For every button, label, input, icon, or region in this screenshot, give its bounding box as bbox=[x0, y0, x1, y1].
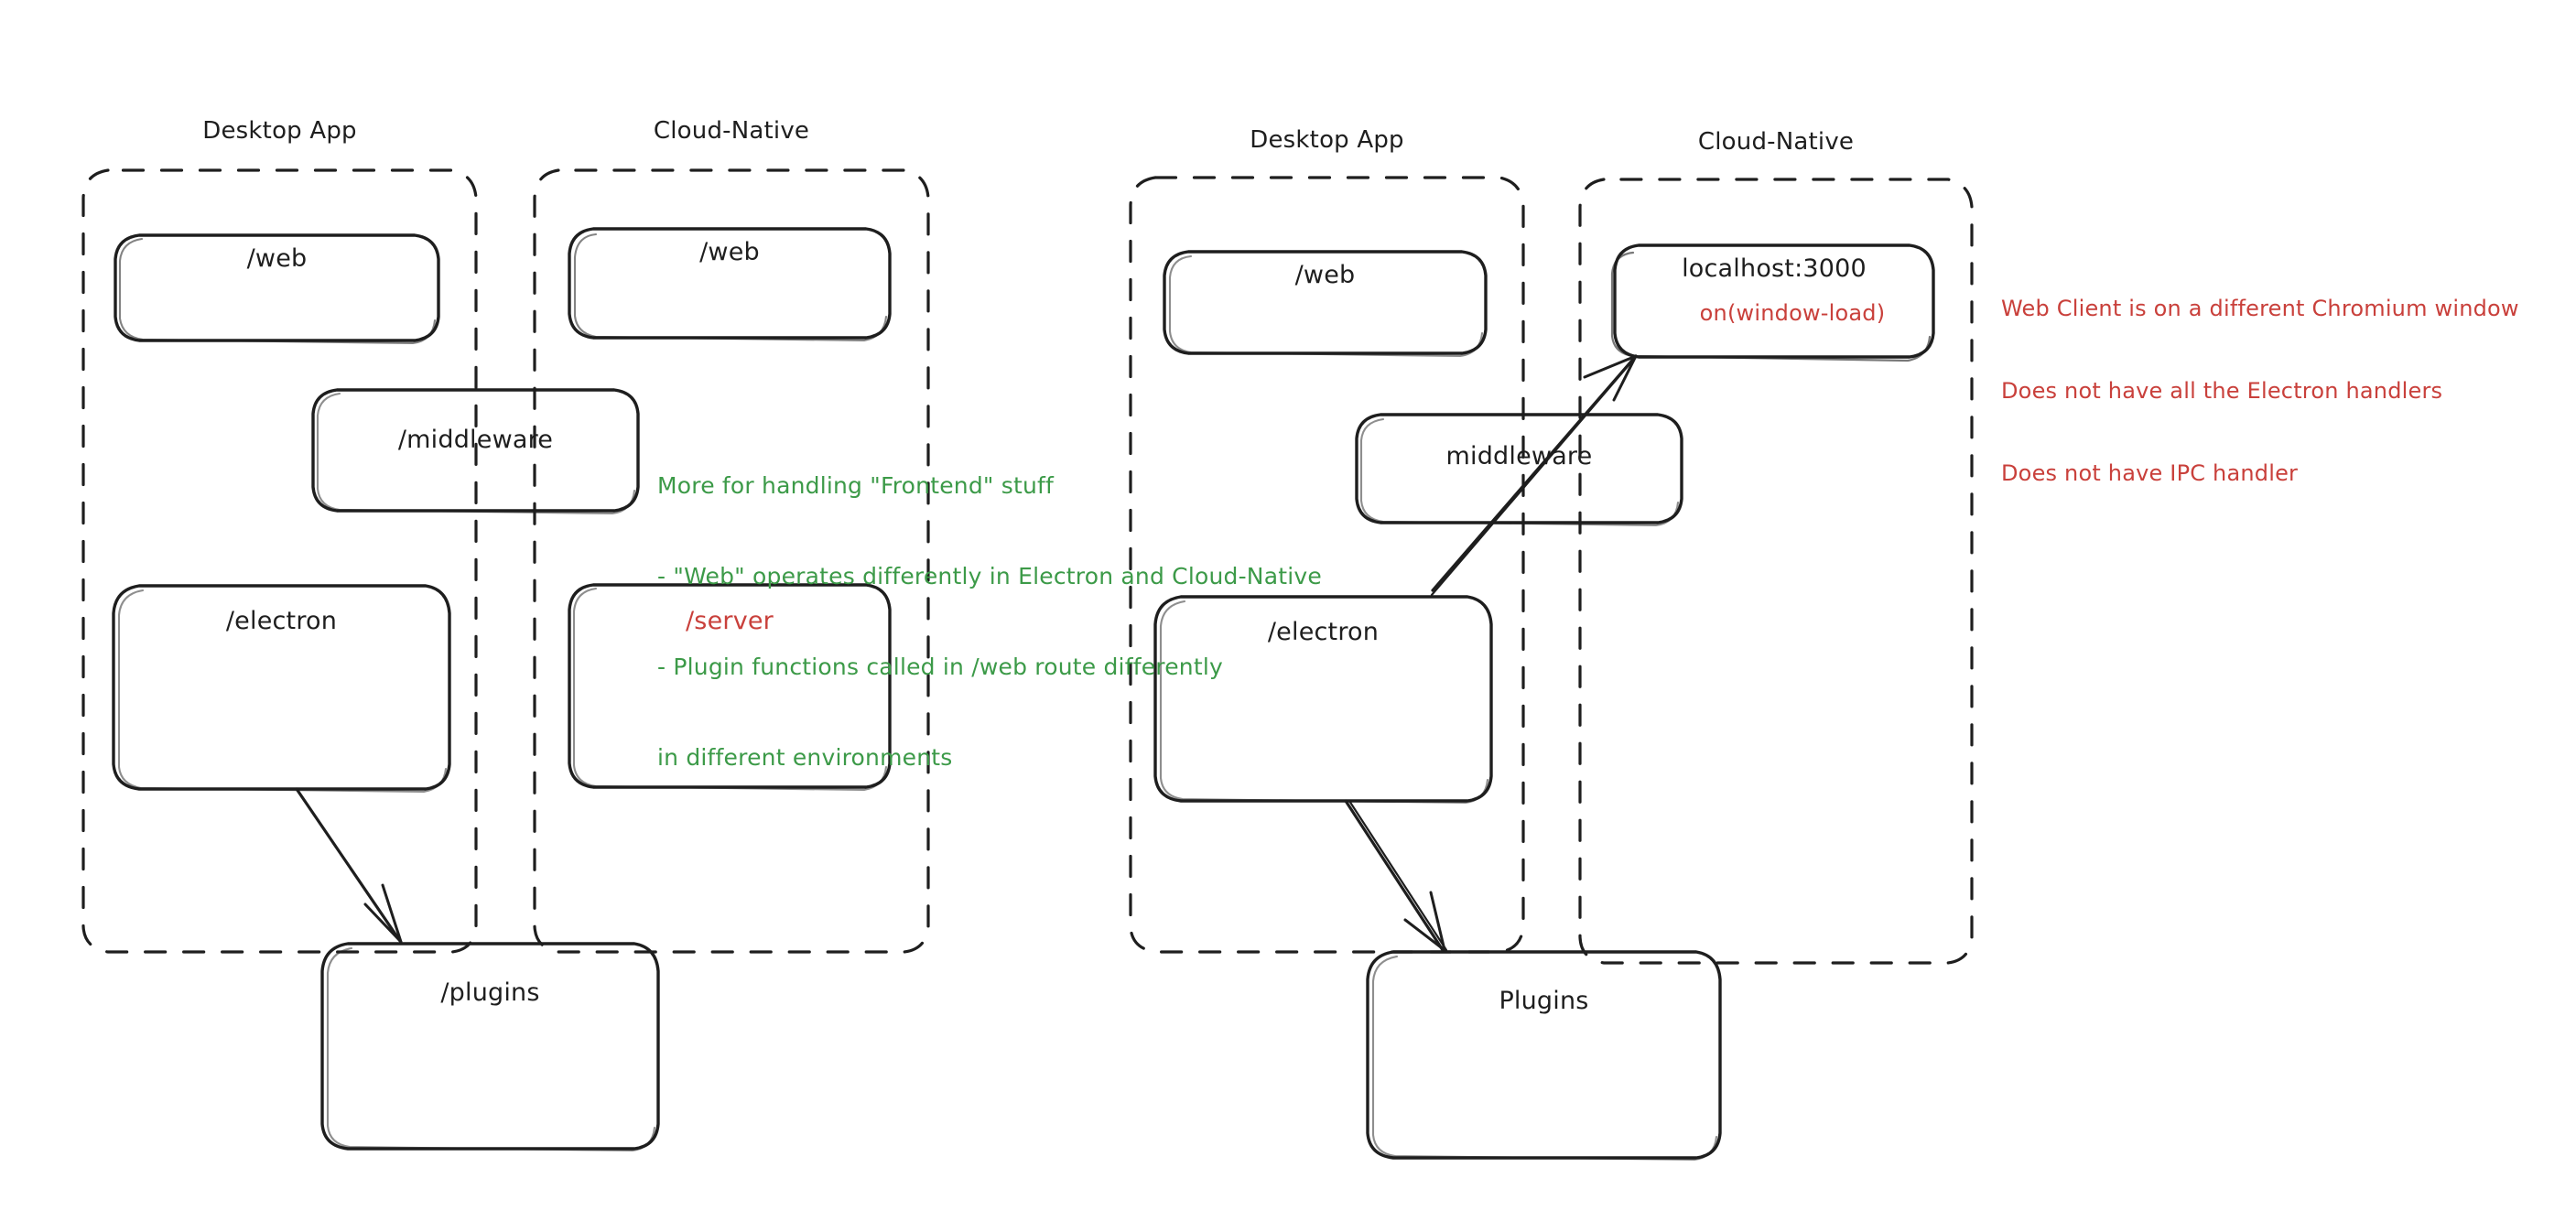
annotation-green-line-4: in different environments bbox=[657, 744, 953, 771]
group-label-left-desktop-app: Desktop App bbox=[202, 117, 357, 145]
annotation-red-line-1: Web Client is on a different Chromium wi… bbox=[2001, 296, 2519, 321]
node-label-left-plugins: /plugins bbox=[440, 978, 540, 1007]
group-label-right-cloud-native: Cloud-Native bbox=[1697, 128, 1855, 156]
node-label-left-desktop-web: /web bbox=[246, 244, 308, 273]
annotation-red-line-2: Does not have all the Electron handlers bbox=[2001, 378, 2443, 404]
node-sublabel-right-localhost-on-window-load: on(window-load) bbox=[1699, 300, 1886, 326]
node-label-left-electron: /electron bbox=[225, 607, 338, 635]
node-label-left-middleware: /middleware bbox=[397, 426, 554, 454]
node-label-left-cloud-web: /web bbox=[699, 238, 760, 266]
node-right-electron[interactable] bbox=[1155, 597, 1491, 803]
node-right-middleware[interactable] bbox=[1357, 415, 1682, 525]
node-label-right-plugins: Plugins bbox=[1499, 987, 1589, 1015]
annotation-green-line-2: - "Web" operates differently in Electron… bbox=[657, 563, 1322, 589]
node-right-desktop-web[interactable] bbox=[1164, 252, 1486, 356]
annotation-green-note: More for handling "Frontend" stuff - "We… bbox=[657, 410, 1371, 833]
arrow-left-electron-to-plugins bbox=[295, 787, 403, 944]
node-left-server[interactable] bbox=[569, 585, 890, 790]
node-right-plugins[interactable] bbox=[1368, 952, 1720, 1160]
node-left-cloud-web[interactable] bbox=[569, 229, 890, 340]
node-left-plugins[interactable] bbox=[322, 944, 658, 1151]
node-label-right-middleware: middleware bbox=[1445, 442, 1593, 470]
node-label-right-localhost: localhost:3000 bbox=[1682, 254, 1867, 283]
group-label-left-cloud-native: Cloud-Native bbox=[653, 117, 810, 145]
node-label-right-electron: /electron bbox=[1267, 618, 1380, 646]
node-left-electron[interactable] bbox=[114, 586, 449, 792]
annotation-green-line-1: More for handling "Frontend" stuff bbox=[657, 472, 1055, 499]
annotation-red-line-3: Does not have IPC handler bbox=[2001, 460, 2299, 486]
node-label-left-server: /server bbox=[686, 607, 774, 635]
group-label-right-desktop-app: Desktop App bbox=[1250, 126, 1404, 154]
node-left-middleware[interactable] bbox=[313, 390, 638, 513]
annotation-red-note: Web Client is on a different Chromium wi… bbox=[2001, 240, 2560, 542]
node-right-localhost[interactable] bbox=[1612, 245, 1933, 361]
annotation-green-line-3: - Plugin functions called in /web route … bbox=[657, 654, 1223, 680]
node-label-right-desktop-web: /web bbox=[1294, 261, 1356, 289]
node-left-desktop-web[interactable] bbox=[115, 235, 438, 343]
